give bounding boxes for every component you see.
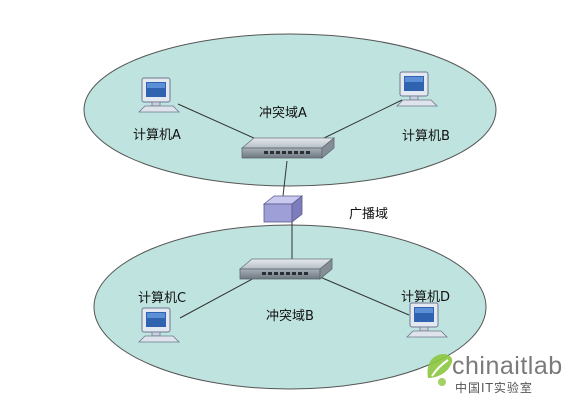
router-icon: [262, 195, 304, 223]
collision-domain-b-ellipse: [93, 224, 487, 390]
leaf-logo-icon: [427, 354, 453, 386]
link-b-switch: [319, 99, 403, 141]
switch-a-icon: [241, 137, 335, 159]
switch-b-icon: [239, 258, 333, 280]
collision-domain-a-label: 冲突域A: [259, 106, 307, 121]
link-a-switch: [177, 103, 266, 144]
computer-c-label: 计算机C: [138, 291, 187, 306]
broadcast-domain-label: 广播域: [349, 207, 389, 222]
link-switch-router: [282, 160, 288, 197]
collision-domain-b-label: 冲突域B: [266, 309, 314, 324]
watermark-subtitle: 中国IT实验室: [455, 381, 533, 395]
computer-d-label: 计算机D: [401, 290, 451, 305]
link-d-switch: [319, 276, 410, 316]
watermark-brand: chinaitlab: [452, 352, 563, 380]
collision-domain-a-ellipse: [83, 33, 497, 187]
computer-b-label: 计算机B: [402, 129, 450, 144]
link-c-switch: [179, 275, 259, 319]
computer-a-label: 计算机A: [133, 128, 181, 143]
